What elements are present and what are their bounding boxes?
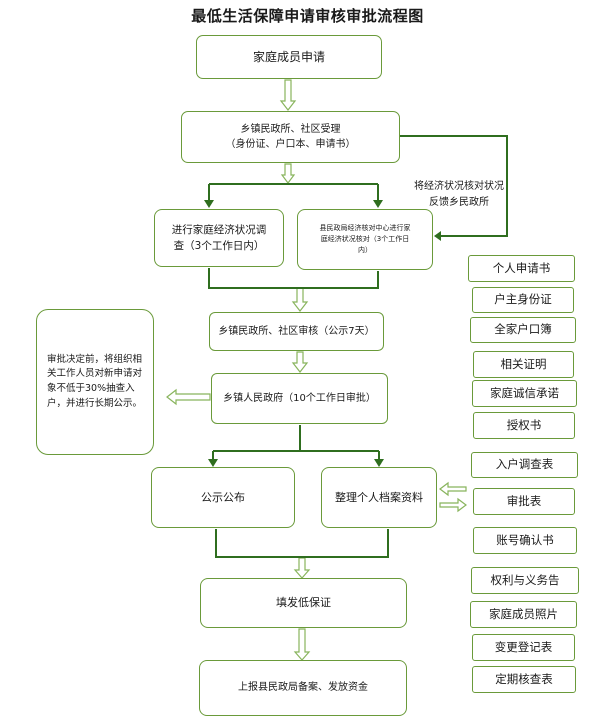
doc-item-label: 全家户口簿 xyxy=(494,322,552,337)
doc-item: 权利与义务告 xyxy=(471,567,579,594)
doc-item-label: 相关证明 xyxy=(500,356,547,371)
feedback-note-line1: 将经济状况核对状况 xyxy=(414,181,504,192)
doc-item: 定期核查表 xyxy=(472,666,576,693)
step-family-apply-label: 家庭成员申请 xyxy=(252,49,325,64)
doc-item-label: 户主身份证 xyxy=(494,292,552,307)
doc-item: 家庭成员照片 xyxy=(470,601,577,628)
branch-line-join-survey xyxy=(208,268,379,289)
doc-item-label: 权利与义务告 xyxy=(490,572,560,587)
doc-item: 入户调查表 xyxy=(471,452,578,478)
hollow-arrow-approval-to-note xyxy=(166,388,211,406)
step-town-accept-docs: （身份证、户口本、申请书） xyxy=(225,139,356,150)
step-archive-label: 整理个人档案资料 xyxy=(335,490,423,504)
step-issue-certificate: 填发低保证 xyxy=(200,578,407,628)
doc-item-label: 变更登记表 xyxy=(494,639,553,654)
doc-item: 个人申请书 xyxy=(468,255,575,282)
doc-item-label: 授权书 xyxy=(506,417,542,432)
hollow-arrow-to-review xyxy=(291,287,309,312)
doc-item-label: 个人申请书 xyxy=(492,260,551,275)
doc-item: 相关证明 xyxy=(473,351,574,378)
doc-item: 授权书 xyxy=(473,412,575,439)
doc-item-label: 定期核查表 xyxy=(495,671,553,686)
step-town-government-approval-label: 乡镇人民政府（10个工作日审批） xyxy=(223,392,376,404)
doc-item-label: 账号确认书 xyxy=(496,532,554,547)
step-town-accept-label: 乡镇民政所、社区受理 xyxy=(240,123,341,135)
arrowhead-publicity xyxy=(208,459,218,467)
arrowhead-archive xyxy=(374,459,384,467)
step-bureau-verification-line3: 内） xyxy=(358,245,372,254)
page-title: 最低生活保障申请审核审批流程图 xyxy=(191,7,424,25)
step-publicity-label: 公示公布 xyxy=(201,490,245,504)
step-economic-survey: 进行家庭经济状况调 查（3个工作日内） xyxy=(154,209,284,267)
doc-item: 账号确认书 xyxy=(473,527,577,554)
feedback-line xyxy=(400,135,508,237)
hollow-arrow-review-to-approval xyxy=(291,351,309,373)
step-archive: 整理个人档案资料 xyxy=(321,467,437,528)
arrowhead-bureau xyxy=(373,200,383,208)
step-town-government-approval: 乡镇人民政府（10个工作日审批） xyxy=(211,373,388,424)
doc-item-label: 审批表 xyxy=(506,493,542,508)
step-economic-survey-line1: 进行家庭经济状况调 xyxy=(171,223,267,236)
doc-item: 家庭诚信承诺 xyxy=(472,380,577,407)
feedback-note-line2: 反馈乡民政所 xyxy=(429,196,489,208)
hollow-arrow-from-archive xyxy=(439,497,467,513)
doc-item: 全家户口簿 xyxy=(470,317,576,343)
branch-line-publicity xyxy=(212,450,380,459)
step-issue-certificate-label: 填发低保证 xyxy=(276,596,331,610)
hollow-arrow-apply-to-accept xyxy=(279,79,297,111)
step-report-and-fund: 上报县民政局备案、发放资金 xyxy=(199,660,407,716)
doc-item: 变更登记表 xyxy=(472,634,575,661)
step-family-apply: 家庭成员申请 xyxy=(196,35,382,79)
step-bureau-verification-line2: 庭经济状况核对（3个工作日 xyxy=(320,235,410,244)
arrowhead-feedback xyxy=(434,231,441,241)
step-bureau-verification-line1: 县民政局经济核对中心进行家 xyxy=(319,224,411,233)
spot-check-note: 审批决定前，将组织相关工作人员对新申请对象不低于30%抽查入户，并进行长期公示。 xyxy=(36,309,154,455)
spot-check-note-text: 审批决定前，将组织相关工作人员对新申请对象不低于30%抽查入户，并进行长期公示。 xyxy=(47,353,143,409)
step-town-review-label: 乡镇民政所、社区审核（公示7天） xyxy=(218,325,375,337)
step-town-accept: 乡镇民政所、社区受理 （身份证、户口本、申请书） xyxy=(181,111,400,163)
branch-line-join-publicity xyxy=(215,529,389,558)
doc-item: 审批表 xyxy=(473,488,575,515)
hollow-arrow-to-archive xyxy=(439,481,467,497)
step-town-review: 乡镇民政所、社区审核（公示7天） xyxy=(209,312,384,351)
step-bureau-verification: 县民政局经济核对中心进行家 庭经济状况核对（3个工作日 内） xyxy=(297,209,433,270)
step-economic-survey-line2: 查（3个工作日内） xyxy=(173,240,265,252)
doc-item: 户主身份证 xyxy=(472,287,574,313)
hollow-arrow-to-issue xyxy=(293,557,311,579)
doc-item-label: 家庭诚信承诺 xyxy=(490,385,559,400)
feedback-note: 将经济状况核对状况 反馈乡民政所 xyxy=(408,179,510,210)
branch-line-survey xyxy=(208,183,379,201)
hollow-arrow-accept-down xyxy=(280,163,296,184)
step-publicity: 公示公布 xyxy=(151,467,295,528)
doc-item-label: 家庭成员照片 xyxy=(489,606,558,621)
hollow-arrow-to-report xyxy=(293,628,311,661)
doc-item-label: 入户调查表 xyxy=(495,457,554,472)
arrowhead-survey xyxy=(204,200,214,208)
step-report-and-fund-label: 上报县民政局备案、发放资金 xyxy=(238,682,368,694)
